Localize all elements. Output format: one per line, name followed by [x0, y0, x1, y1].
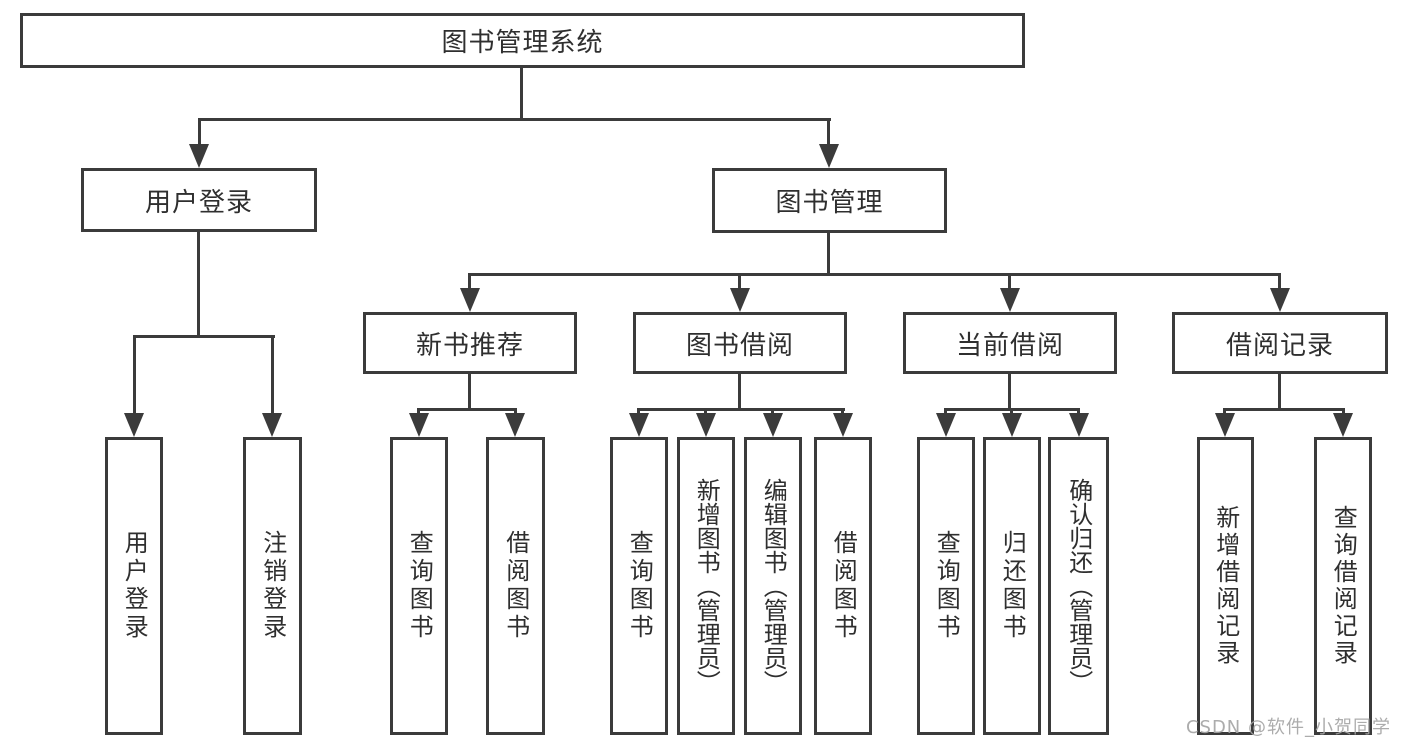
arrow-down-icon: [629, 413, 649, 437]
connector-line: [468, 273, 471, 294]
connector-line: [133, 335, 275, 338]
arrow-down-icon: [833, 413, 853, 437]
node-book-mgmt: 图书管理: [712, 168, 947, 233]
connector-line: [417, 408, 517, 411]
connector-line: [198, 118, 201, 148]
connector-line: [738, 374, 741, 408]
connector-line: [1278, 374, 1281, 408]
connector-line: [1223, 408, 1345, 411]
arrow-down-icon: [189, 144, 209, 168]
leaf-bb-query-book: 查询图书: [610, 437, 668, 735]
connector-line: [197, 232, 200, 335]
leaf-bb-edit-book: 编辑图书（管理员）: [744, 437, 802, 735]
connector-line: [1278, 273, 1281, 294]
csdn-watermark: CSDN @软件_小贺同学: [1185, 717, 1391, 738]
connector-line: [133, 335, 136, 419]
node-new-book-rec: 新书推荐: [363, 312, 577, 374]
arrow-down-icon: [1000, 288, 1020, 312]
node-current-borrow: 当前借阅: [903, 312, 1117, 374]
leaf-bb-add-book: 新增图书（管理员）: [677, 437, 735, 735]
node-user-login: 用户登录: [81, 168, 317, 232]
arrow-down-icon: [1215, 413, 1235, 437]
arrow-down-icon: [819, 144, 839, 168]
connector-line: [738, 273, 741, 294]
node-book-borrow: 图书借阅: [633, 312, 847, 374]
leaf-nbr-borrow-book: 借阅图书: [486, 437, 545, 735]
arrow-down-icon: [262, 413, 282, 437]
connector-line: [468, 374, 471, 408]
arrow-down-icon: [696, 413, 716, 437]
node-root: 图书管理系统: [20, 13, 1025, 68]
leaf-cb-return-book: 归还图书: [983, 437, 1041, 735]
leaf-user-login: 用户登录: [105, 437, 163, 735]
connector-line: [827, 233, 830, 273]
arrow-down-icon: [124, 413, 144, 437]
leaf-bb-borrow-book: 借阅图书: [814, 437, 872, 735]
arrow-down-icon: [505, 413, 525, 437]
connector-line: [827, 118, 830, 148]
connector-line: [198, 118, 831, 121]
connector-line: [271, 335, 274, 419]
leaf-logout: 注销登录: [243, 437, 302, 735]
arrow-down-icon: [936, 413, 956, 437]
arrow-down-icon: [763, 413, 783, 437]
connector-line: [1008, 374, 1011, 408]
connector-line: [1008, 273, 1011, 294]
leaf-br-query-record: 查询借阅记录: [1314, 437, 1372, 735]
connector-line: [520, 68, 523, 118]
leaf-cb-confirm-return: 确认归还（管理员）: [1048, 437, 1109, 735]
leaf-nbr-query-book: 查询图书: [390, 437, 448, 735]
arrow-down-icon: [730, 288, 750, 312]
connector-line: [468, 273, 1281, 276]
arrow-down-icon: [1333, 413, 1353, 437]
arrow-down-icon: [409, 413, 429, 437]
arrow-down-icon: [1270, 288, 1290, 312]
connector-line: [637, 408, 845, 411]
node-borrow-record: 借阅记录: [1172, 312, 1388, 374]
leaf-cb-query-book: 查询图书: [917, 437, 975, 735]
arrow-down-icon: [1069, 413, 1089, 437]
arrow-down-icon: [460, 288, 480, 312]
arrow-down-icon: [1002, 413, 1022, 437]
leaf-br-add-record: 新增借阅记录: [1197, 437, 1254, 735]
